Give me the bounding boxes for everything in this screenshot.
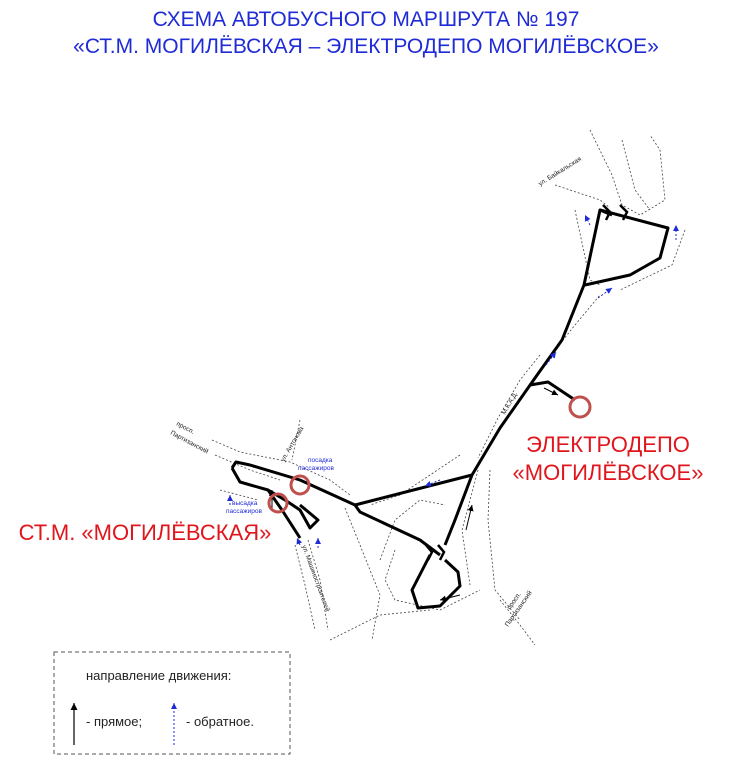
route-line [230,208,670,610]
boarding-label-2: пассажиров [298,465,334,472]
alighting-label-1: высадка [232,500,258,507]
boarding-stop-icon [289,474,311,496]
street-mashinostroiteley: ул. Машиностроителей [300,544,332,613]
legend-forward: - прямое; [86,714,142,729]
electrodepo-terminal-icon [568,395,592,419]
electrodepo-label-line-1: ЭЛЕКТРОДЕПО [526,432,690,457]
legend-reverse: - обратное. [186,714,254,729]
street-baikalskaya: ул. Байкальская [537,155,583,188]
road-outlines [211,129,686,646]
map-title-line-2: «СТ.М. МОГИЛЁВСКАЯ – ЭЛЕКТРОДЕПО МОГИЛЁВ… [73,35,659,58]
boarding-label-1: посадка [308,457,333,464]
legend-heading: направление движения: [86,668,231,683]
map-title-line-1: СХЕМА АВТОБУСНОГО МАРШРУТА № 197 [152,8,580,31]
metro-station-label: СТ.М. «МОГИЛЁВСКАЯ» [19,520,272,545]
alighting-label-2: пассажиров [226,508,262,515]
electrodepo-label-line-2: «МОГИЛЁВСКОЕ» [513,460,704,485]
alighting-stop-icon [267,492,289,514]
legend: направление движения: - прямое; - обратн… [53,651,291,755]
reverse-arrows [227,214,679,548]
interchange-marks [425,204,629,561]
street-antonova: ул. Антонова [280,425,306,463]
forward-arrows [269,387,559,602]
